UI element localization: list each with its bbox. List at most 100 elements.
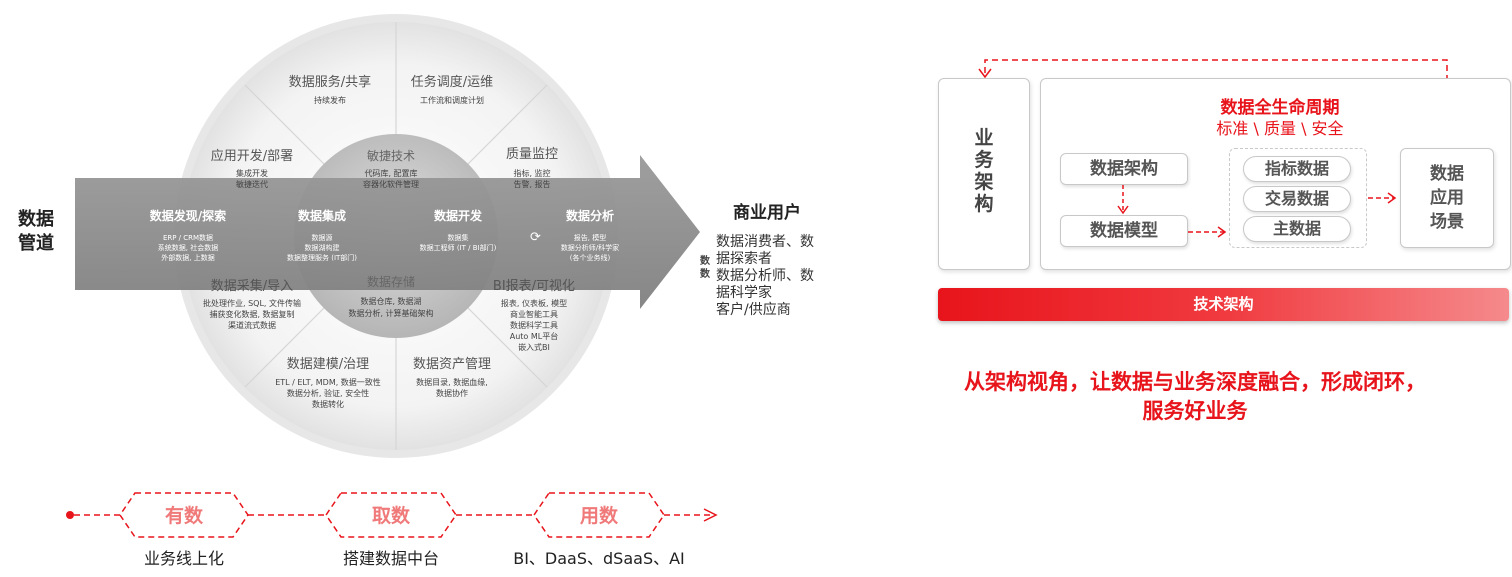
wheel-dividers bbox=[244, 22, 548, 450]
sector-data-asset-mgmt: 数据资产管理 数据目录, 数据血缘, 数据协作 bbox=[413, 357, 491, 398]
user-line: 据探索者 bbox=[716, 251, 772, 267]
prefix-char: 数 bbox=[700, 269, 710, 280]
data-types-group bbox=[1229, 148, 1367, 248]
stage-title: 数据分析 bbox=[566, 208, 614, 223]
stage-sub: 外部数据, 上数据 bbox=[161, 253, 214, 262]
inner-agile-tech: 敏捷技术 代码库, 配置库 容器化软件管理 bbox=[363, 148, 419, 189]
flow-start-dot bbox=[66, 511, 74, 519]
pipeline-arrow bbox=[75, 155, 700, 309]
sector-line: 数据分析, 验证, 安全性 bbox=[287, 388, 369, 398]
data-type-pill: 交易数据 bbox=[1243, 186, 1351, 212]
sector-line: 捕获变化数据, 数据复制 bbox=[209, 309, 294, 319]
app-scene-line: 场景 bbox=[1430, 212, 1464, 232]
user-line: 客户/供应商 bbox=[716, 302, 791, 318]
flow-step-caption: 业务线上化 bbox=[144, 549, 224, 568]
sector-line: 敏捷迭代 bbox=[236, 179, 268, 189]
sector-title: 应用开发/部署 bbox=[211, 148, 293, 164]
lifecycle-subtitle: 标准 \ 质量 \ 安全 bbox=[1216, 119, 1344, 138]
tech-arch-bar: 技术架构 bbox=[938, 288, 1509, 321]
inner-title: 敏捷技术 bbox=[367, 148, 415, 163]
user-line: 数据消费者、数 bbox=[716, 234, 814, 250]
flow-step-label: 取数 bbox=[372, 504, 411, 527]
inner-line: 数据分析, 计算基础架构 bbox=[348, 308, 433, 318]
flow-step-caption: 搭建数据中台 bbox=[343, 549, 439, 568]
inner-title: 数据存储 bbox=[367, 274, 415, 289]
business-arch-char: 构 bbox=[974, 193, 994, 215]
sector-title: BI报表/可视化 bbox=[493, 279, 575, 294]
data-model-box: 数据模型 bbox=[1060, 215, 1188, 247]
inner-data-storage: 数据存储 数据仓库, 数据湖 数据分析, 计算基础架构 bbox=[348, 274, 433, 318]
sector-line: 数据转化 bbox=[312, 399, 344, 409]
sector-bi-reports: BI报表/可视化 报表, 仪表板, 模型 商业智能工具 数据科学工具 Auto … bbox=[493, 279, 575, 352]
data-pipeline-diagram: ⟳ 数据发现/探索 ERP / CRM数据 系统数据, 社会数据 外部数据, 上… bbox=[18, 14, 700, 458]
bottom-flow: 有数 取数 用数 业务线上化 搭建数据中台 BI、DaaS、dSaaS、AI bbox=[66, 492, 718, 568]
stage-sub: 系统数据, 社会数据 bbox=[158, 243, 218, 252]
sector-line: 告警, 报告 bbox=[513, 179, 550, 189]
business-arch-char: 务 bbox=[974, 149, 994, 171]
flow-step-capsule bbox=[119, 492, 249, 538]
stage-title: 数据发现/探索 bbox=[150, 208, 226, 223]
stage-sub: 数据整理服务 (IT部门) bbox=[287, 253, 357, 262]
stage-sub: 数据工程师 (IT / BI部门) bbox=[420, 243, 497, 252]
flow-step-caption: BI、DaaS、dSaaS、AI bbox=[513, 549, 685, 568]
sector-title: 任务调度/运维 bbox=[411, 74, 493, 90]
data-arch-box: 数据架构 bbox=[1060, 153, 1188, 185]
sector-line: 数据协作 bbox=[436, 388, 468, 398]
stage-sub: 数据源 bbox=[312, 233, 333, 242]
flow-step-label: 用数 bbox=[580, 504, 619, 527]
sector-title: 数据服务/共享 bbox=[289, 74, 371, 90]
flow-step-capsule bbox=[533, 492, 665, 538]
business-arch-box: 业 务 架 构 bbox=[938, 78, 1030, 270]
sector-data-service: 数据服务/共享 持续发布 bbox=[289, 74, 371, 105]
sector-title: 质量监控 bbox=[506, 147, 558, 162]
data-type-pill: 主数据 bbox=[1243, 216, 1351, 242]
sector-quality-monitor: 质量监控 指标, 监控 告警, 报告 bbox=[506, 147, 558, 189]
sector-line: 工作流和调度计划 bbox=[420, 95, 484, 105]
sector-line: 数据科学工具 bbox=[510, 320, 558, 330]
stage-sub: 数据湖构建 bbox=[305, 243, 340, 252]
sector-title: 数据资产管理 bbox=[413, 357, 491, 372]
data-type-pill: 指标数据 bbox=[1243, 156, 1351, 182]
sector-line: 指标, 监控 bbox=[513, 168, 550, 178]
app-scene-line: 数据 bbox=[1430, 164, 1464, 184]
sector-task-scheduling: 任务调度/运维 工作流和调度计划 bbox=[411, 74, 493, 105]
stage-title: 数据开发 bbox=[434, 208, 483, 223]
pipeline-stage-4: 数据分析 报告, 模型 数据分析师/科学家 (各个业务线) bbox=[561, 208, 619, 262]
sector-title: 数据采集/导入 bbox=[211, 278, 293, 294]
sector-line: 数据目录, 数据血缘, bbox=[416, 377, 488, 387]
architecture-arrows bbox=[1117, 185, 1397, 238]
business-users-list: 数据消费者、数 据探索者 数据分析师、数 据科学家 客户/供应商 bbox=[716, 234, 814, 319]
lifecycle-title: 数据全生命周期 bbox=[1220, 98, 1340, 118]
slogan: 从架构视角，让数据与业务深度融合，形成闭环， 服务好业务 bbox=[930, 368, 1460, 426]
sector-line: 嵌入式BI bbox=[518, 342, 550, 352]
sector-title: 数据建模/治理 bbox=[287, 357, 369, 372]
sector-line: 报表, 仪表板, 模型 bbox=[501, 298, 567, 308]
inner-line: 容器化软件管理 bbox=[363, 179, 419, 189]
stage-sub: 数据集 bbox=[448, 233, 469, 242]
app-scene-box: 数据 应用 场景 bbox=[1400, 148, 1494, 248]
stage-sub: 报告, 模型 bbox=[574, 233, 606, 242]
flow-step-label: 有数 bbox=[165, 504, 204, 527]
cycle-icon: ⟳ bbox=[530, 230, 541, 245]
user-line: 数据分析师、数 bbox=[716, 268, 814, 284]
sector-line: Auto ML平台 bbox=[510, 331, 558, 341]
stage-sub: ERP / CRM数据 bbox=[163, 233, 213, 242]
app-scene-line: 应用 bbox=[1430, 188, 1464, 208]
pipeline-stage-3: 数据开发 数据集 数据工程师 (IT / BI部门) bbox=[420, 208, 497, 252]
sector-line: 持续发布 bbox=[314, 95, 346, 105]
business-arch-char: 架 bbox=[974, 171, 994, 193]
sector-line: 批处理作业, SQL, 文件传输 bbox=[203, 298, 301, 308]
sector-line: 商业智能工具 bbox=[510, 309, 558, 319]
business-users-title: 商业用户 bbox=[733, 203, 801, 223]
inner-line: 数据仓库, 数据湖 bbox=[360, 296, 421, 306]
sector-line: 渠道流式数据 bbox=[228, 320, 276, 330]
user-line: 据科学家 bbox=[716, 285, 772, 301]
stage-sub: (各个业务线) bbox=[570, 253, 611, 262]
business-users-prefix: 数 数 bbox=[700, 255, 710, 281]
pipeline-stage-2: 数据集成 数据源 数据湖构建 数据整理服务 (IT部门) bbox=[287, 208, 357, 262]
stage-title: 数据集成 bbox=[298, 208, 346, 223]
slogan-line: 从架构视角，让数据与业务深度融合，形成闭环， bbox=[964, 370, 1426, 394]
pipeline-label: 数据 bbox=[18, 208, 54, 230]
pipeline-label: 管道 bbox=[18, 232, 54, 254]
inner-line: 代码库, 配置库 bbox=[364, 168, 417, 178]
